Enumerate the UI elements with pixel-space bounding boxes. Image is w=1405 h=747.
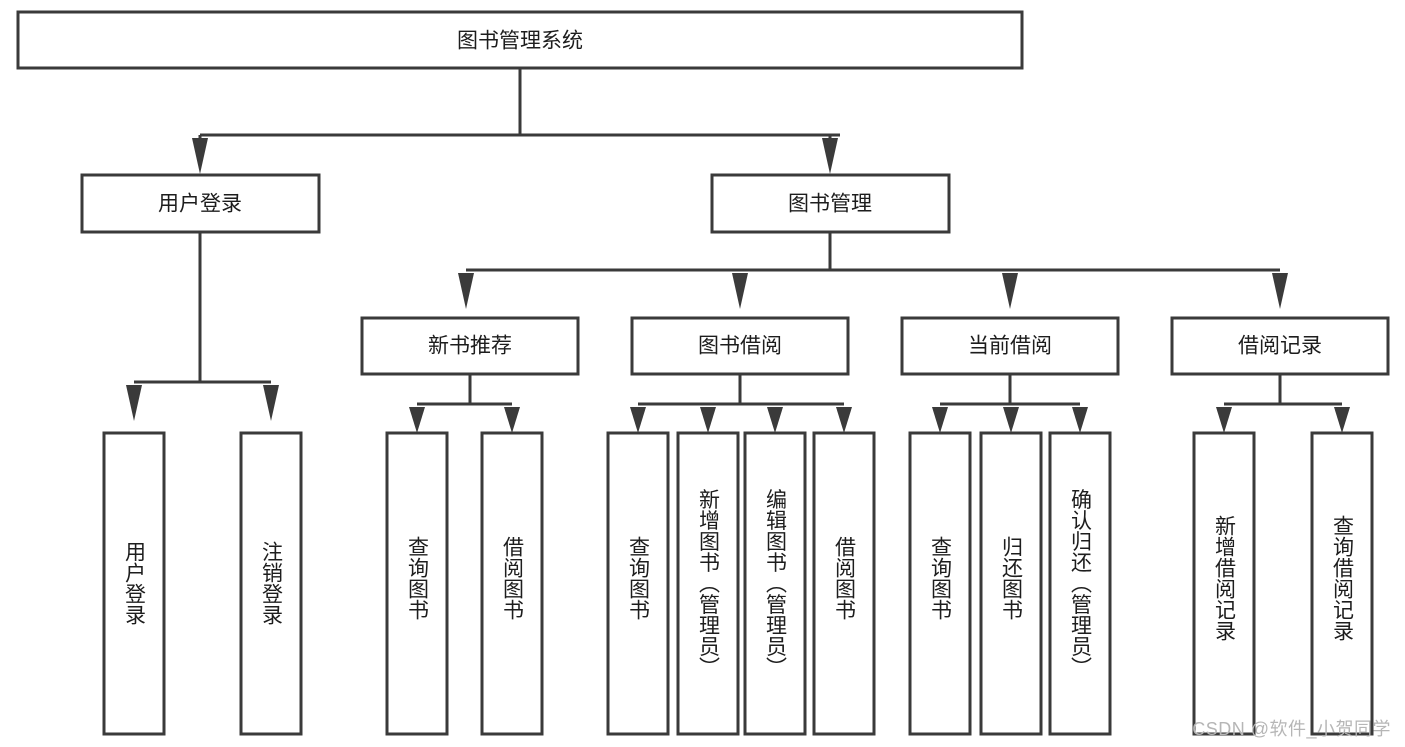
node-leaf-query-record[interactable]: 查询借阅记录: [1310, 431, 1374, 736]
node-leaf-confirm-return-box[interactable]: [1048, 431, 1112, 736]
arrowhead-leaf-borrow-book-2: [836, 407, 852, 433]
node-current-borrow-label: 当前借阅: [968, 335, 1052, 358]
node-leaf-add-book-label: 新增图书（管理员）: [697, 489, 721, 678]
arrowhead-current-borrow: [1002, 273, 1018, 309]
node-leaf-user-login[interactable]: 用户登录: [102, 431, 166, 736]
node-leaf-confirm-return[interactable]: 确认归还（管理员）: [1048, 431, 1112, 736]
arrowhead-leaf-query-record: [1334, 407, 1350, 433]
node-new-book-recommend[interactable]: 新书推荐: [360, 316, 580, 376]
arrowhead-new-book-recommend: [458, 273, 474, 309]
node-leaf-query-book-3-box[interactable]: [908, 431, 972, 736]
node-new-book-recommend-label: 新书推荐: [428, 335, 512, 358]
node-user-login-box[interactable]: [80, 173, 321, 234]
node-book-management[interactable]: 图书管理: [710, 173, 951, 234]
node-borrow-record-box[interactable]: [1170, 316, 1390, 376]
node-leaf-borrow-book-2[interactable]: 借阅图书: [812, 431, 876, 736]
node-leaf-add-record-box[interactable]: [1192, 431, 1256, 736]
node-leaf-query-book-1-box[interactable]: [385, 431, 449, 736]
node-leaf-query-book-2[interactable]: 查询图书: [606, 431, 670, 736]
arrowhead-leaf-edit-book: [767, 407, 783, 433]
node-leaf-add-record-label: 新增借阅记录: [1213, 515, 1237, 641]
arrowhead-leaf-logout-login: [263, 385, 279, 421]
node-root-box[interactable]: [16, 10, 1024, 70]
arrowhead-leaf-confirm-return: [1072, 407, 1088, 433]
node-new-book-recommend-box[interactable]: [360, 316, 580, 376]
arrowhead-leaf-add-book: [700, 407, 716, 433]
node-leaf-query-book-3-label: 查询图书: [929, 536, 953, 620]
node-leaf-borrow-book-1-box[interactable]: [480, 431, 544, 736]
node-leaf-query-record-label: 查询借阅记录: [1331, 515, 1355, 641]
node-leaf-query-book-3[interactable]: 查询图书: [908, 431, 972, 736]
node-current-borrow-box[interactable]: [900, 316, 1120, 376]
arrowhead-leaf-query-book-3: [932, 407, 948, 433]
arrowhead-book-borrow: [732, 273, 748, 309]
node-root[interactable]: 图书管理系统: [16, 10, 1024, 70]
node-leaf-borrow-book-2-box[interactable]: [812, 431, 876, 736]
node-root-label: 图书管理系统: [457, 30, 583, 53]
node-leaf-add-book[interactable]: 新增图书（管理员）: [676, 431, 740, 736]
node-leaf-borrow-book-1[interactable]: 借阅图书: [480, 431, 544, 736]
node-leaf-add-record[interactable]: 新增借阅记录: [1192, 431, 1256, 736]
node-leaf-add-book-box[interactable]: [676, 431, 740, 736]
node-leaf-query-book-2-label: 查询图书: [627, 536, 651, 620]
node-leaf-edit-book[interactable]: 编辑图书（管理员）: [743, 431, 807, 736]
node-leaf-logout-login-label: 注销登录: [260, 541, 284, 625]
arrowhead-leaf-add-record: [1216, 407, 1232, 433]
arrowhead-leaf-return-book: [1003, 407, 1019, 433]
arrowhead-leaf-borrow-book-1: [504, 407, 520, 433]
node-borrow-record[interactable]: 借阅记录: [1170, 316, 1390, 376]
node-leaf-return-book-box[interactable]: [979, 431, 1043, 736]
node-user-login-label: 用户登录: [158, 193, 242, 216]
arrowhead-leaf-query-book-2: [630, 407, 646, 433]
node-leaf-edit-book-box[interactable]: [743, 431, 807, 736]
arrowhead-leaf-user-login: [126, 385, 142, 421]
node-leaf-borrow-book-2-label: 借阅图书: [833, 536, 857, 620]
node-leaf-return-book-label: 归还图书: [1000, 536, 1024, 620]
node-book-borrow-label: 图书借阅: [698, 335, 782, 358]
watermark-text: CSDN @软件_小贺同学: [1192, 719, 1391, 739]
node-leaf-borrow-book-1-label: 借阅图书: [501, 536, 525, 620]
arrowhead-book-management: [822, 138, 838, 174]
node-leaf-query-record-box[interactable]: [1310, 431, 1374, 736]
node-leaf-query-book-1-label: 查询图书: [406, 536, 430, 620]
node-leaf-logout-login[interactable]: 注销登录: [239, 431, 303, 736]
node-leaf-return-book[interactable]: 归还图书: [979, 431, 1043, 736]
node-book-management-label: 图书管理: [788, 193, 872, 216]
node-leaf-confirm-return-label: 确认归还（管理员）: [1069, 489, 1093, 678]
node-leaf-logout-login-box[interactable]: [239, 431, 303, 736]
node-current-borrow[interactable]: 当前借阅: [900, 316, 1120, 376]
arrowhead-leaf-query-book-1: [409, 407, 425, 433]
node-book-borrow-box[interactable]: [630, 316, 850, 376]
node-book-management-box[interactable]: [710, 173, 951, 234]
connector-layer: [126, 68, 1350, 433]
node-leaf-edit-book-label: 编辑图书（管理员）: [764, 489, 788, 678]
node-user-login[interactable]: 用户登录: [80, 173, 321, 234]
node-leaf-query-book-2-box[interactable]: [606, 431, 670, 736]
arrowhead-borrow-record: [1272, 273, 1288, 309]
node-book-borrow[interactable]: 图书借阅: [630, 316, 850, 376]
node-leaf-user-login-box[interactable]: [102, 431, 166, 736]
node-borrow-record-label: 借阅记录: [1238, 335, 1322, 358]
arrowhead-user-login: [192, 138, 208, 174]
node-leaf-query-book-1[interactable]: 查询图书: [385, 431, 449, 736]
node-leaf-user-login-label: 用户登录: [123, 541, 147, 625]
